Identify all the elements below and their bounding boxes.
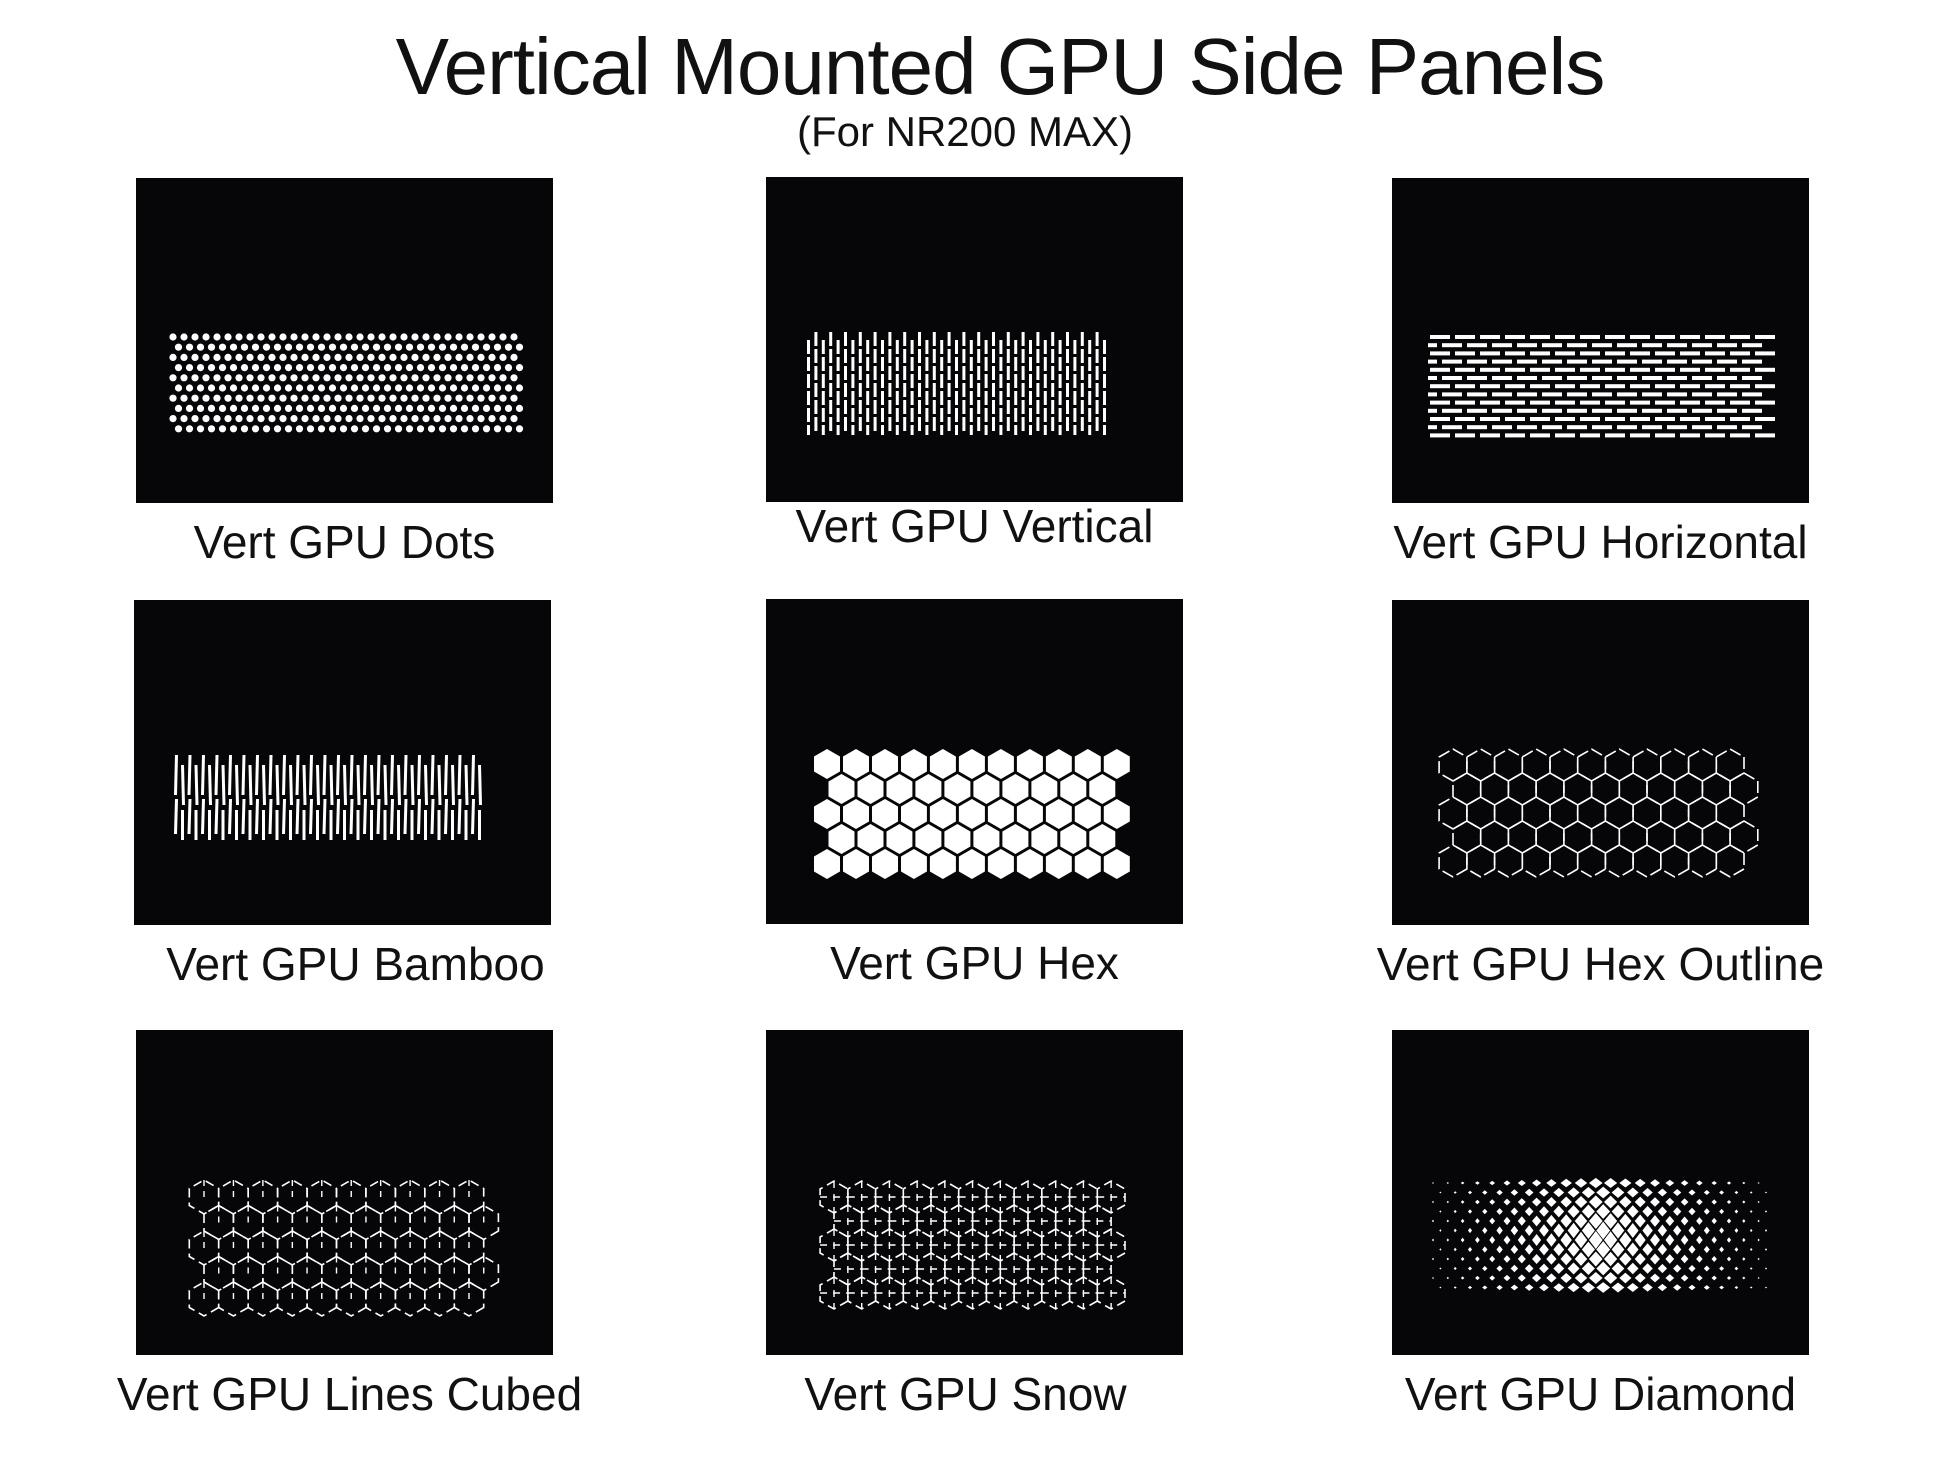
panel-card[interactable]: Vert GPU Vertical	[766, 177, 1183, 552]
panel-label: Vert GPU Bamboo	[166, 938, 545, 990]
panel-image-lines-cubed	[136, 1030, 553, 1355]
panel-card[interactable]: Vert GPU Snow	[766, 1030, 1183, 1420]
panel-image-hex	[766, 599, 1183, 924]
panel-image-dots	[136, 178, 553, 503]
panel-label: Vert GPU Hex	[830, 937, 1119, 989]
page-subtitle: (For NR200 MAX)	[796, 108, 1134, 155]
panel-image-horizontal	[1392, 178, 1809, 503]
page-title: Vertical Mounted GPU Side Panels	[395, 22, 1606, 111]
cutout-pattern	[188, 1179, 500, 1317]
cutout-pattern	[819, 1180, 1126, 1310]
panel-image-snow	[766, 1030, 1183, 1355]
panel-image-vertical	[766, 177, 1183, 502]
panel-card[interactable]: Vert GPU Hex Outline	[1377, 600, 1824, 990]
cutout-pattern	[174, 755, 482, 840]
panel-label: Vert GPU Vertical	[795, 500, 1154, 552]
panel-card[interactable]: Vert GPU Hex	[766, 599, 1183, 989]
panel-card[interactable]: Vert GPU Horizontal	[1392, 178, 1809, 568]
panel-card[interactable]: Vert GPU Bamboo	[134, 600, 551, 990]
panel-image-bamboo	[134, 600, 551, 925]
panel-label: Vert GPU Horizontal	[1393, 516, 1808, 568]
panel-card[interactable]: Vert GPU Dots	[136, 178, 553, 568]
cutout-pattern	[807, 332, 1106, 435]
panel-image-diamond	[1392, 1030, 1809, 1355]
cutout-pattern	[1428, 335, 1775, 438]
cutout-pattern	[814, 749, 1130, 879]
panel-label: Vert GPU Snow	[804, 1368, 1127, 1420]
panel-image-hex-outline	[1392, 600, 1809, 925]
panel-card[interactable]: Vert GPU Lines Cubed	[117, 1030, 582, 1420]
panel-card[interactable]: Vert GPU Diamond	[1392, 1030, 1809, 1420]
panel-label: Vert GPU Dots	[193, 516, 496, 568]
cutout-pattern	[1431, 1177, 1768, 1293]
cutout-pattern	[1438, 748, 1759, 878]
panel-label: Vert GPU Lines Cubed	[116, 1368, 583, 1420]
panel-label: Vert GPU Diamond	[1404, 1368, 1797, 1420]
cutout-pattern	[169, 333, 524, 433]
panel-label: Vert GPU Hex Outline	[1376, 938, 1825, 990]
